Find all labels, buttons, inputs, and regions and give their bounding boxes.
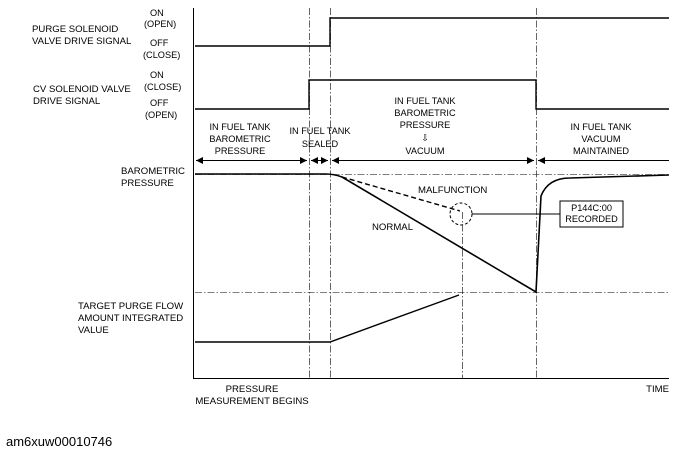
purge-flow-label-2: AMOUNT INTEGRATED	[78, 313, 183, 324]
cv-signal-name-1: CV SOLENOID VALVE	[33, 84, 131, 95]
phase-maintained-line-1: IN FUEL TANK	[570, 122, 632, 132]
purge-flow-label-3: VALUE	[78, 325, 109, 336]
purge-off-label: OFF	[150, 38, 169, 48]
phase-vacuum-line-3: PRESSURE	[400, 120, 451, 130]
cv-signal-trace	[195, 79, 669, 110]
purge-signal-trace	[195, 17, 669, 47]
purge-off-sub-label: (CLOSE)	[143, 50, 180, 60]
purge-on-sub-label: (OPEN)	[144, 19, 176, 29]
x-axis-start-label-2: MEASUREMENT BEGINS	[195, 396, 308, 407]
dtc-callout-box	[559, 200, 624, 228]
purge-flow-trace	[195, 294, 460, 343]
pressure-label-1: BAROMETRIC	[121, 166, 185, 177]
normal-label: NORMAL	[372, 222, 414, 233]
phase-maintained-line-3: MAINTAINED	[573, 146, 629, 156]
malfunction-label: MALFUNCTION	[418, 185, 487, 196]
cv-off-sub-label: (OPEN)	[145, 110, 177, 120]
phase-vacuum-line-2: BAROMETRIC	[394, 108, 456, 118]
phase-sealed-line-2: SEALED	[302, 139, 339, 149]
pressure-malfunction-trace	[341, 176, 461, 212]
phase-maintained-line-2: VACUUM	[581, 134, 620, 144]
pressure-normal-trace	[195, 173, 670, 294]
phase-barometric-line-3: PRESSURE	[215, 146, 266, 156]
cv-on-label: ON	[150, 70, 164, 80]
phase-sealed-line-1: IN FUEL TANK	[289, 126, 351, 136]
cv-signal-name-2: DRIVE SIGNAL	[33, 96, 101, 107]
purge-signal-name-1: PURGE SOLENOID	[32, 24, 118, 35]
phase-vacuum-arrow-down-icon: ⇩	[421, 133, 429, 143]
pressure-label-2: PRESSURE	[121, 178, 174, 189]
malfunction-detection-marker	[449, 202, 473, 226]
dtc-code: P144C:00	[571, 203, 612, 213]
phase-vacuum: IN FUEL TANK BAROMETRIC PRESSURE ⇩ VACUU…	[394, 96, 456, 156]
phase-vacuum-line-1: IN FUEL TANK	[394, 96, 456, 106]
x-axis-time-label: TIME	[646, 384, 669, 395]
phase-sealed: IN FUEL TANK SEALED	[289, 126, 351, 149]
dtc-recorded: RECORDED	[565, 214, 618, 224]
phase-maintained: IN FUEL TANK VACUUM MAINTAINED	[570, 122, 632, 156]
cv-on-sub-label: (CLOSE)	[144, 82, 181, 92]
phase-barometric-line-2: BAROMETRIC	[209, 134, 271, 144]
cv-off-label: OFF	[150, 98, 169, 108]
purge-on-label: ON	[150, 8, 164, 18]
phase-barometric: IN FUEL TANK BAROMETRIC PRESSURE	[209, 122, 271, 156]
x-axis-start-label-1: PRESSURE	[226, 384, 279, 395]
phase-vacuum-line-5: VACUUM	[405, 146, 444, 156]
phase-barometric-line-1: IN FUEL TANK	[209, 122, 271, 132]
purge-signal-name-2: VALVE DRIVE SIGNAL	[32, 36, 132, 47]
figure-id: am6xuw00010746	[6, 434, 113, 449]
purge-flow-label-1: TARGET PURGE FLOW	[78, 301, 184, 312]
